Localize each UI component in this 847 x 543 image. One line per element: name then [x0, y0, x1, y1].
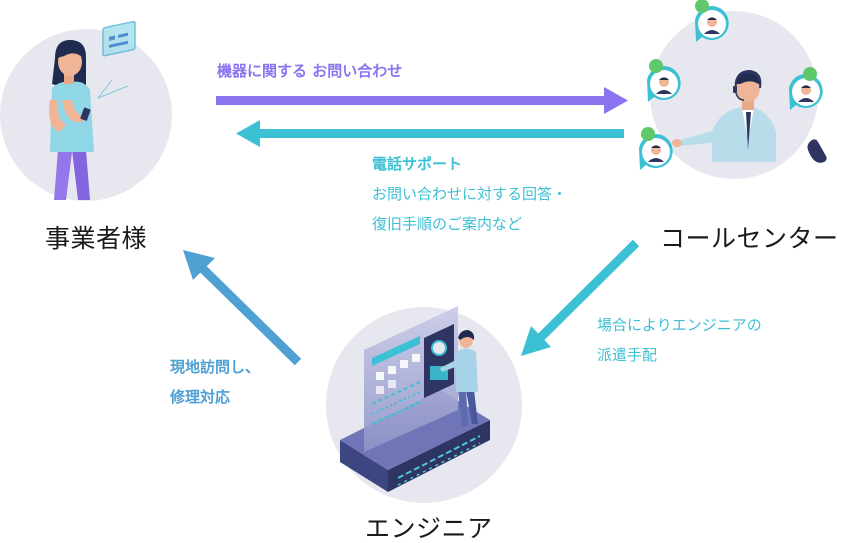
engineer-label: エンジニア — [365, 514, 493, 543]
arrow-call-center-to-engineer — [521, 239, 640, 356]
avatar-bubble — [639, 127, 673, 170]
customer-node — [0, 20, 172, 201]
customer-label: 事業者様 — [45, 224, 148, 253]
call-center-node — [650, 11, 827, 179]
avatar-bubble — [647, 59, 681, 103]
dispatch-line2: 派遣手配 — [597, 346, 658, 364]
onsite-line1: 現地訪問し、 — [170, 358, 261, 376]
call-center-label: コールセンター — [660, 224, 839, 253]
avatar-bubble — [695, 0, 729, 43]
arrow-customer-to-call-center — [216, 87, 628, 114]
engineer-node — [326, 306, 522, 503]
operator-icon — [672, 70, 776, 162]
arrow-label-phone-support: 電話サポート お問い合わせに対する回答・ 復旧手順のご案内など — [372, 149, 567, 239]
arrow-label-onsite: 現地訪問し、 修理対応 — [170, 352, 260, 412]
onsite-line2: 修理対応 — [170, 388, 231, 406]
engineer-illustration — [340, 306, 490, 492]
phone-support-title: 電話サポート — [372, 155, 463, 173]
phone-support-line1: お問い合わせに対する回答・ — [372, 185, 568, 203]
arrow-engineer-to-customer — [183, 250, 302, 366]
customer-illustration — [49, 20, 136, 200]
arrow-label-dispatch: 場合によりエンジニアの 派遣手配 — [597, 310, 762, 370]
arrow-call-center-to-customer — [236, 120, 624, 147]
call-center-illustration — [672, 70, 827, 163]
phone-support-line2: 復旧手順のご案内など — [372, 215, 523, 233]
arrow-label-inquiry: 機器に関する お問い合わせ — [217, 62, 403, 80]
dispatch-line1: 場合によりエンジニアの — [597, 316, 762, 334]
phone-icon — [807, 139, 827, 163]
hologram-screen-icon — [97, 20, 136, 99]
avatar-bubble — [789, 67, 823, 111]
